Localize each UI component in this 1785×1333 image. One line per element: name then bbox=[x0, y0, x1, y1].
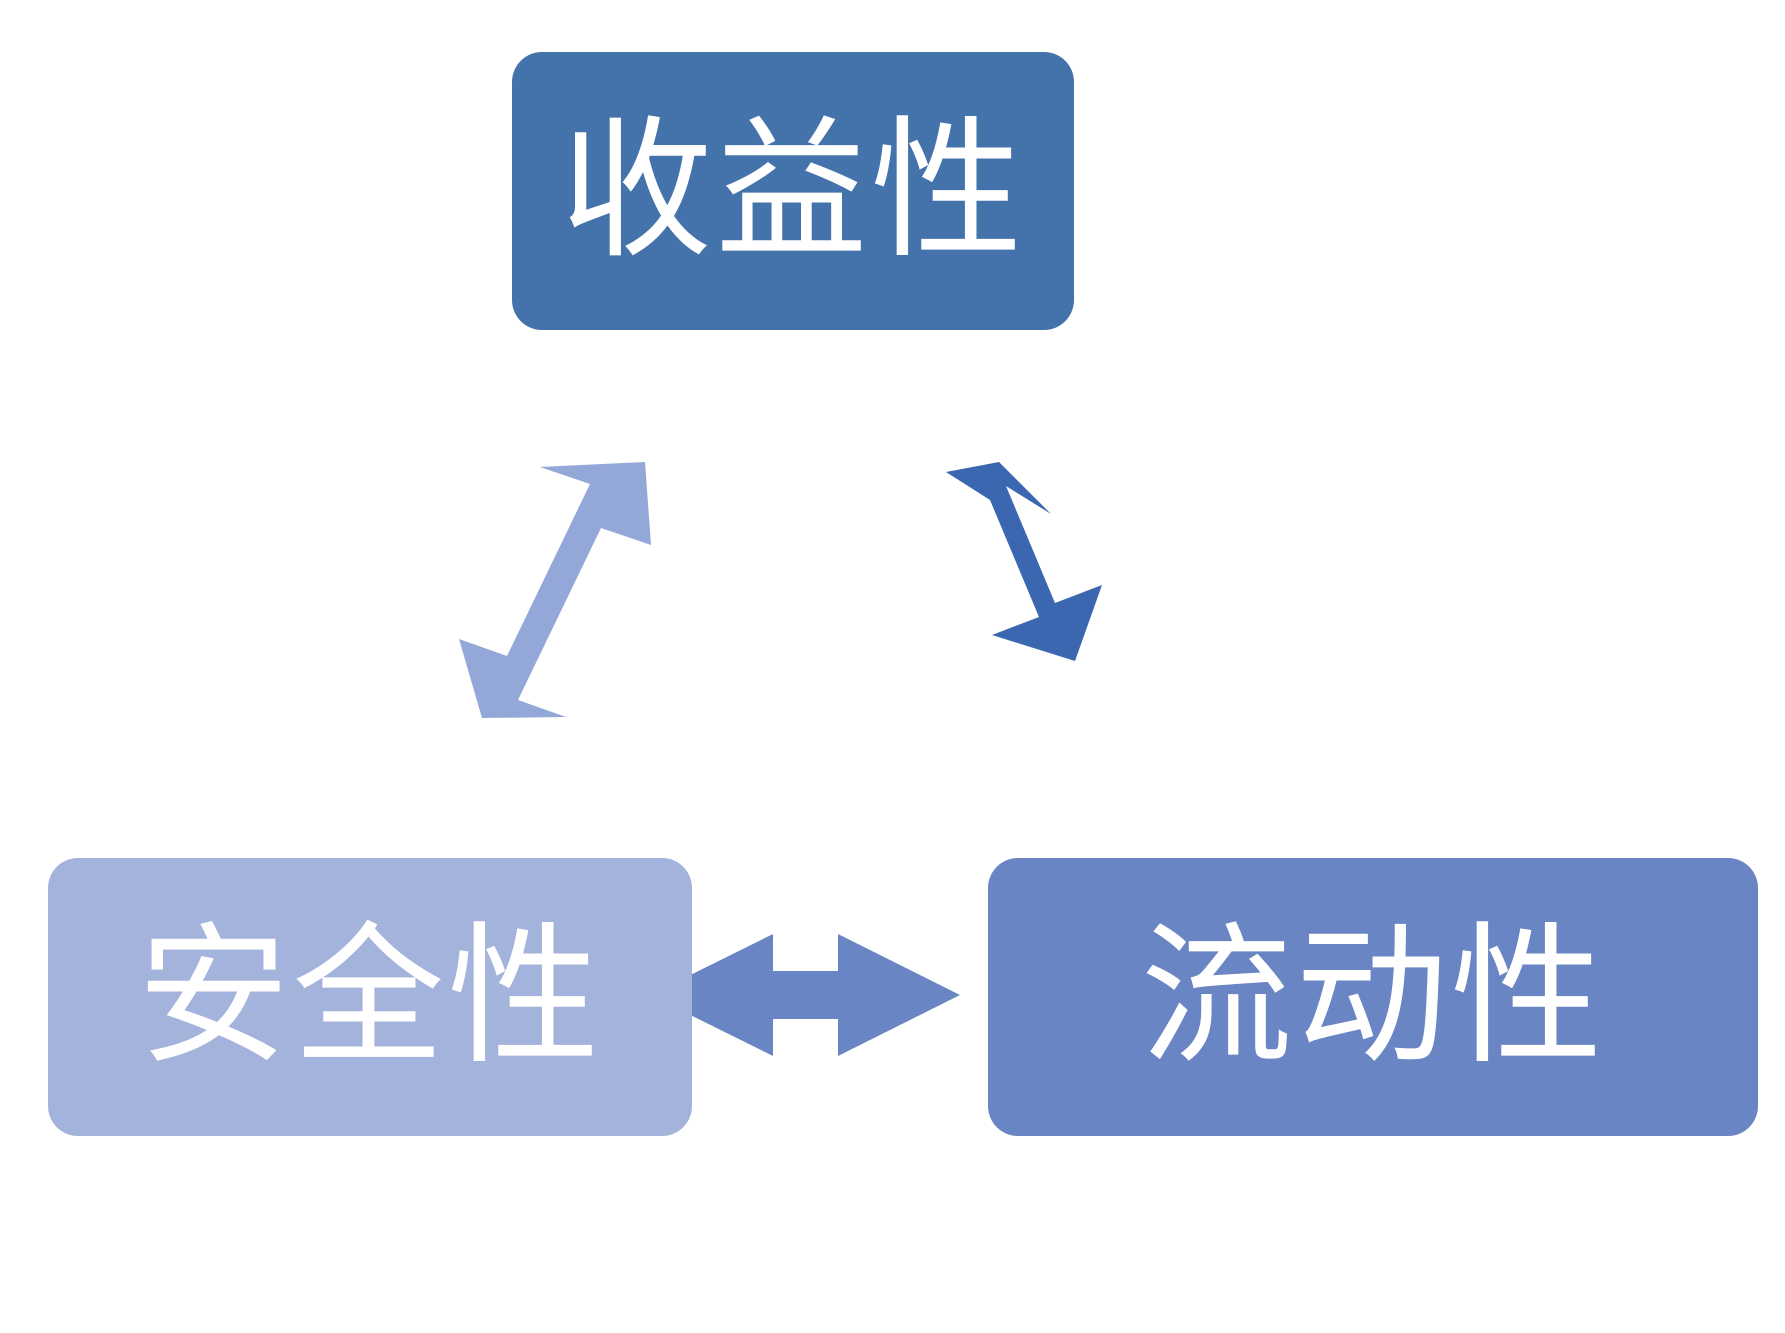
node-profitability-label: 收益性 bbox=[560, 102, 1026, 279]
double-arrow-diagonal-up-right-icon bbox=[459, 462, 651, 718]
node-liquidity[interactable]: 流动性 bbox=[988, 858, 1758, 1136]
node-liquidity-label: 流动性 bbox=[1140, 908, 1606, 1085]
double-arrow-horizontal-icon bbox=[650, 934, 960, 1056]
double-arrow-diagonal-down-right-icon bbox=[946, 462, 1102, 661]
node-safety-label: 安全性 bbox=[137, 908, 603, 1085]
node-profitability[interactable]: 收益性 bbox=[512, 52, 1074, 330]
node-safety[interactable]: 安全性 bbox=[48, 858, 692, 1136]
